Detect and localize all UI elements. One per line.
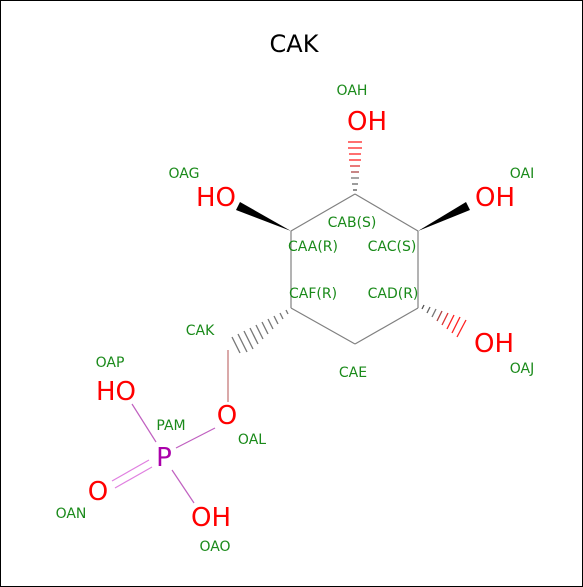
hydroxyl-lower-right: OH	[474, 329, 514, 359]
bond-pam-oao	[171, 469, 195, 504]
hydroxyl-phosphate-top: HO	[96, 377, 136, 407]
phosphorus-atom: P	[156, 443, 172, 473]
wedge-bond-caa-oag	[236, 202, 291, 231]
hashed-bonds	[231, 141, 467, 354]
label-cad: CAD(R)	[368, 286, 419, 302]
element-symbols: OH HO OH OH HO O P O OH	[88, 107, 515, 533]
bond-oap-pam	[131, 403, 157, 443]
bond-cae-caf	[290, 307, 356, 345]
label-oai: OAI	[510, 166, 534, 182]
bond-oan-pam-b	[111, 459, 150, 482]
label-oag: OAG	[169, 166, 200, 182]
label-cak: CAK	[186, 323, 215, 339]
hydroxyl-phosphate-bottom: OH	[191, 503, 231, 533]
label-oaj: OAJ	[510, 361, 534, 377]
hydroxyl-left: HO	[196, 183, 236, 213]
hashed-bond-cab-oah	[348, 141, 362, 191]
hydroxyl-top: OH	[347, 107, 387, 137]
atom-labels: OAH OAG OAI OAJ CAB(S) CAA(R) CAC(S) CAF…	[56, 83, 535, 555]
bond-cab-cac	[354, 193, 419, 232]
label-oan: OAN	[56, 506, 87, 522]
label-oah: OAH	[337, 83, 368, 99]
diagram-title: CAK	[270, 30, 320, 58]
double-bond-oxygen: O	[88, 477, 108, 507]
hashed-bond-cad-oaj	[421, 304, 467, 338]
label-oal: OAL	[238, 432, 266, 448]
wedge-bond-cac-oai	[418, 202, 470, 231]
bond-caa-cab	[290, 193, 356, 232]
label-pam: PAM	[156, 418, 185, 434]
ring-bonds	[290, 193, 419, 345]
ester-oxygen: O	[217, 401, 237, 431]
label-cac: CAC(S)	[368, 239, 417, 255]
label-cae: CAE	[339, 365, 367, 381]
label-caa: CAA(R)	[288, 239, 338, 255]
label-cab: CAB(S)	[328, 215, 377, 231]
label-oap: OAP	[96, 355, 125, 371]
label-oao: OAO	[199, 539, 230, 555]
bond-cad-cae	[354, 307, 419, 345]
label-caf: CAF(R)	[289, 286, 337, 302]
hydroxyl-right: OH	[475, 183, 515, 213]
hashed-bond-caf-cak	[231, 309, 289, 354]
bond-oal-pam	[175, 427, 216, 449]
bond-oan-pam-a	[114, 466, 153, 489]
